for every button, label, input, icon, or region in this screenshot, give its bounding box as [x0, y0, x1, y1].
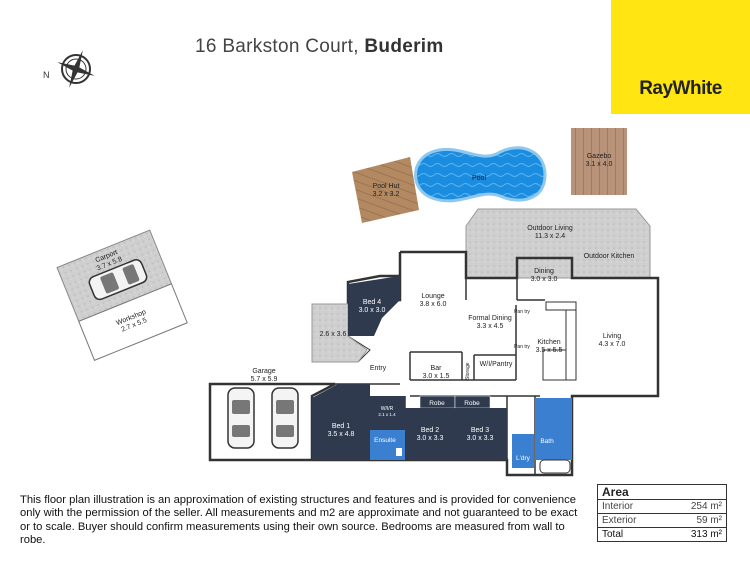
area-value: 254 m²	[690, 501, 722, 512]
area-table: Area Interior 254 m² Exterior 59 m² Tota…	[597, 484, 727, 542]
living-label: Living	[603, 333, 621, 340]
wir-size: 2.1 x 1.4	[378, 412, 396, 417]
bed2: Bed 2 3.0 x 3.3	[405, 408, 455, 460]
page-title: 16 Barkston Court, Buderim	[195, 36, 444, 58]
bar-label: Bar	[431, 365, 443, 372]
area-row-total: Total 313 m²	[598, 528, 726, 541]
area-row-interior: Interior 254 m²	[598, 500, 726, 514]
ensuite: Ensuite	[370, 430, 405, 460]
kitchen-benches	[542, 301, 577, 381]
bed1-size: 3.5 x 4.8	[328, 431, 355, 438]
garage-size: 5.7 x 5.9	[251, 376, 278, 383]
gazebo-size: 3.1 x 4.0	[586, 161, 613, 168]
disclaimer-text: This floor plan illustration is an appro…	[20, 494, 578, 547]
wi-pantry-label: W/I/Pantry	[480, 361, 513, 368]
raywhite-logo: RayWhite	[611, 0, 750, 114]
pantry1-label: Pan try	[514, 309, 530, 315]
pool-hut: Pool Hut 3.2 x 3.2	[352, 157, 419, 223]
area-value: 59 m²	[696, 515, 722, 526]
bed4-label: Bed 4	[363, 299, 381, 306]
robe1: Robe	[419, 395, 456, 409]
bed4-size: 3.0 x 3.0	[359, 307, 386, 314]
area-title: Area	[598, 485, 726, 500]
kitchen-label: Kitchen	[537, 339, 560, 346]
laundry: L'dry	[512, 434, 534, 468]
area-value: 313 m²	[690, 529, 722, 540]
area-row-exterior: Exterior 59 m²	[598, 514, 726, 528]
outdoor-kitchen-label: Outdoor Kitchen	[584, 253, 635, 260]
garage-label: Garage	[252, 368, 275, 375]
robe1-label: Robe	[429, 400, 445, 407]
area-label: Interior	[602, 501, 634, 512]
outdoor-living: Outdoor Living 11.3 x 2.4 Outdoor Kitche…	[465, 208, 651, 279]
storage-label: Storage	[465, 362, 471, 380]
carport-workshop: Carport 3.7 x 5.8 Workshop 2.7 x 5.5	[56, 229, 188, 361]
patio-size: 2.6 x 3.6	[320, 331, 347, 338]
robe2: Robe	[454, 395, 491, 409]
pool-hut-size: 3.2 x 3.2	[373, 191, 400, 198]
bath: Bath	[535, 398, 572, 474]
garage: Garage 5.7 x 5.9	[227, 368, 299, 449]
lounge-label: Lounge	[421, 293, 444, 300]
wir: W/I/R 2.1 x 1.4	[370, 396, 405, 430]
area-label: Total	[602, 529, 624, 540]
pool: Pool	[414, 146, 547, 203]
bed3: Bed 3 3.0 x 3.3	[455, 408, 507, 460]
bed3-size: 3.0 x 3.3	[467, 435, 494, 442]
ensuite-label: Ensuite	[374, 437, 396, 444]
pantry2-label: Pan try	[514, 344, 530, 350]
bed1-label: Bed 1	[332, 423, 350, 430]
bar-size: 3.0 x 1.5	[423, 373, 450, 380]
car-icon	[271, 387, 299, 449]
formal-dining-size: 3.3 x 4.5	[477, 323, 504, 330]
kitchen-size: 3.5 x 5.5	[536, 347, 563, 354]
formal-dining-label: Formal Dining	[468, 315, 512, 322]
outdoor-living-size: 11.3 x 2.4	[535, 233, 565, 240]
car-icon	[88, 259, 148, 301]
logo-text: RayWhite	[639, 78, 722, 99]
dining-size: 3.0 x 3.0	[531, 276, 558, 283]
ldry-label: L'dry	[516, 455, 531, 462]
north-label: N	[43, 70, 50, 80]
robe2-label: Robe	[464, 400, 480, 407]
lounge-size: 3.8 x 6.0	[420, 301, 447, 308]
suburb-text: Buderim	[364, 36, 444, 57]
area-label: Exterior	[602, 515, 637, 526]
pool-hut-label: Pool Hut	[373, 183, 400, 190]
entry-label: Entry	[370, 365, 387, 372]
gazebo: Gazebo 3.1 x 4.0	[571, 128, 627, 195]
compass-icon: N	[43, 45, 103, 95]
bed2-size: 3.0 x 3.3	[417, 435, 444, 442]
bed4: Bed 4 3.0 x 3.0	[348, 276, 400, 336]
dining-label: Dining	[534, 268, 554, 275]
bed1: Bed 1 3.5 x 4.8	[312, 384, 370, 460]
bed3-label: Bed 3	[471, 427, 489, 434]
gazebo-label: Gazebo	[587, 153, 612, 160]
wir-label: W/I/R	[381, 406, 394, 412]
outdoor-living-label: Outdoor Living	[527, 225, 573, 232]
bath-label: Bath	[540, 438, 554, 445]
car-icon	[227, 387, 255, 449]
living-size: 4.3 x 7.0	[599, 341, 626, 348]
address-text: 16 Barkston Court,	[195, 36, 365, 57]
pool-label: Pool	[472, 175, 486, 182]
bed2-label: Bed 2	[421, 427, 439, 434]
